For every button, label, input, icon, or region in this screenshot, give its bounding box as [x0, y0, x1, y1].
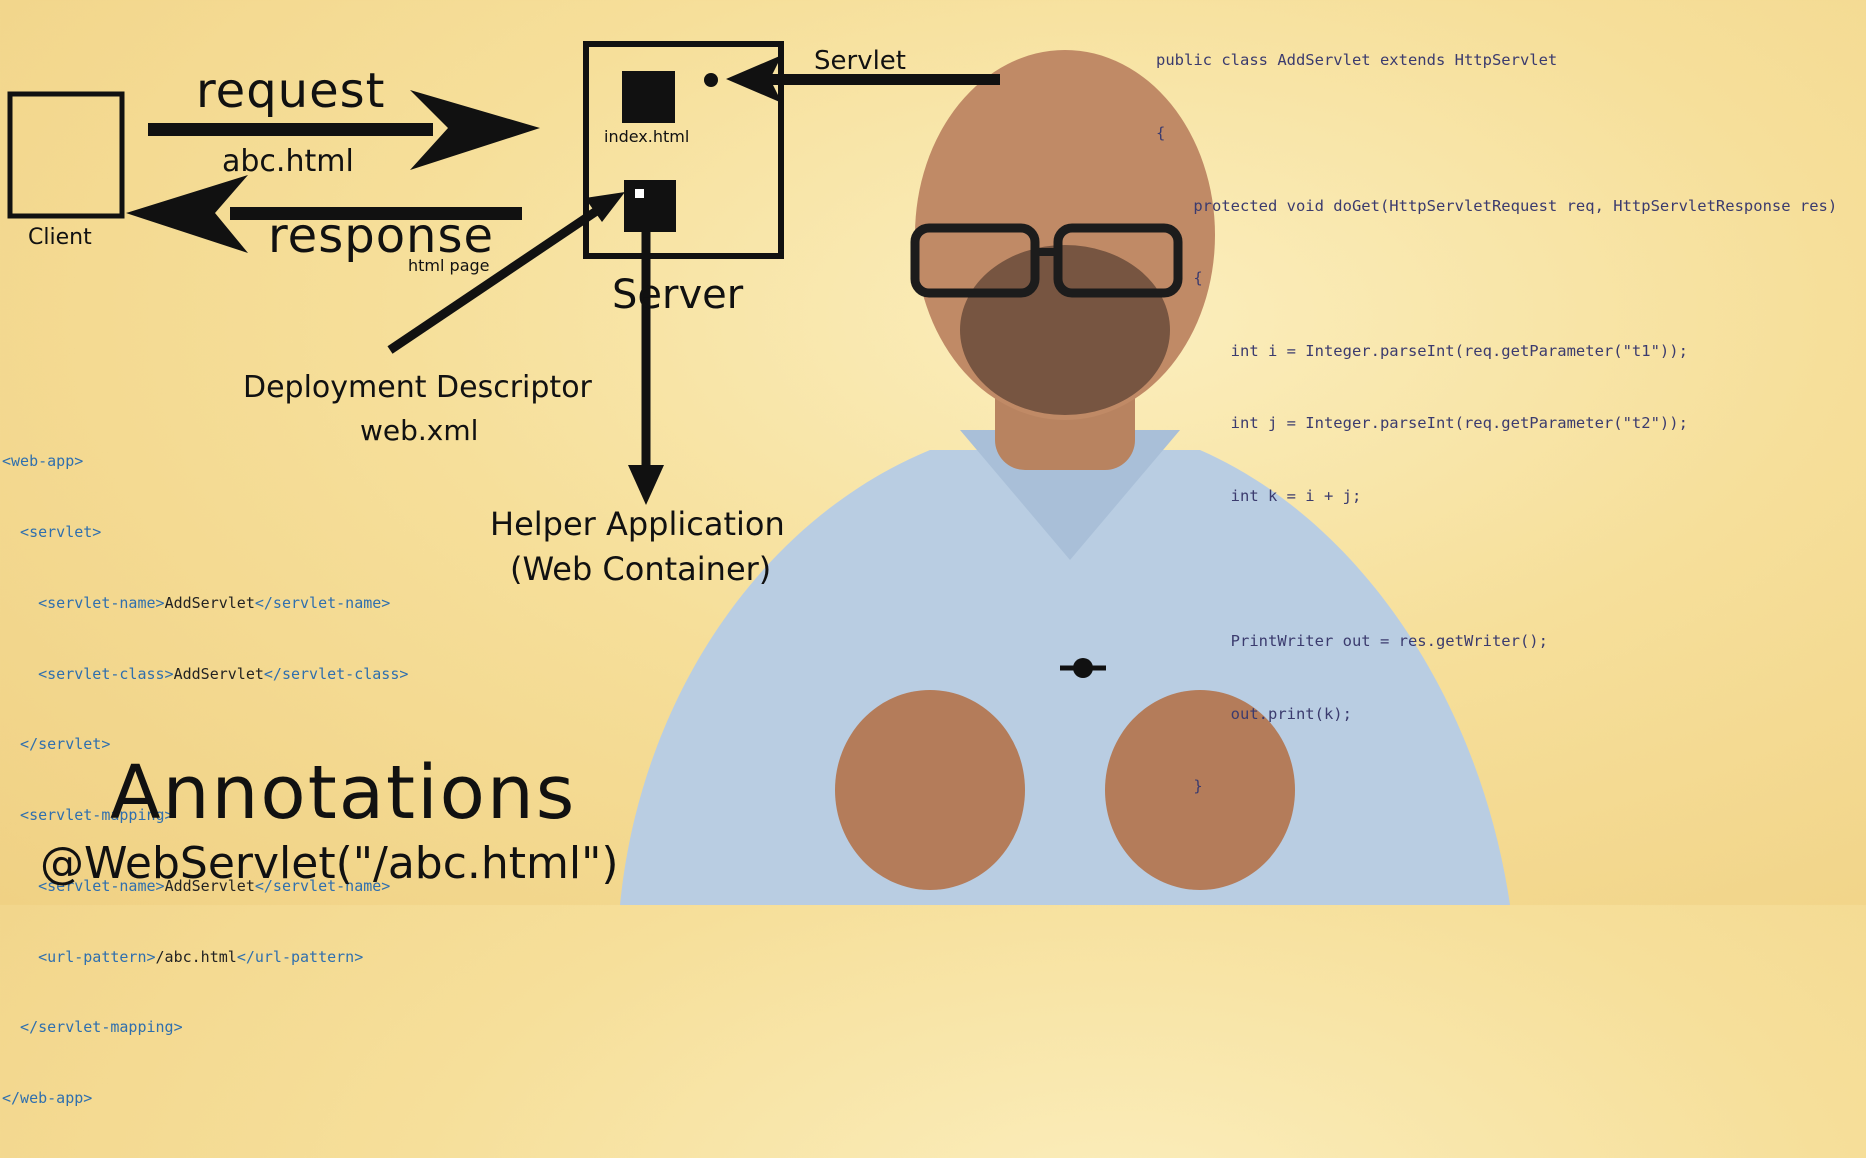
annotations-title: Annotations: [110, 750, 577, 836]
helper-application-arrow: [628, 212, 664, 505]
xml-line: <servlet-name>AddServlet</servlet-name>: [2, 593, 391, 612]
deployment-descriptor-arrow: [387, 192, 625, 354]
servlet-arrow: [726, 55, 1000, 103]
xml-line: <url-pattern>/abc.html</url-pattern>: [2, 947, 364, 966]
index-file-block: [622, 71, 675, 123]
html-page-label: html page: [408, 256, 490, 275]
server-label: Server: [612, 272, 744, 318]
servlet-java-code: public class AddServlet extends HttpServ…: [1156, 0, 1837, 847]
server-box: [583, 41, 784, 259]
code-line: [1156, 557, 1837, 581]
request-label: request: [196, 63, 386, 119]
servlet-dot: [704, 73, 718, 87]
presenter-figure: [620, 50, 1510, 905]
response-label: response: [268, 208, 495, 264]
annotations-code: @WebServlet("/abc.html"): [40, 838, 619, 889]
xml-line: </web-app>: [2, 1089, 93, 1108]
web-xml-label: web.xml: [360, 414, 479, 447]
xml-line: <web-app>: [2, 452, 84, 471]
xml-line: <servlet>: [2, 522, 102, 541]
code-line: {: [1156, 269, 1203, 288]
servlet-label: Servlet: [814, 46, 906, 76]
code-line: int j = Integer.parseInt(req.getParamete…: [1156, 414, 1688, 433]
code-line: PrintWriter out = res.getWriter();: [1156, 632, 1548, 651]
code-line: {: [1156, 124, 1166, 143]
code-line: out.print(k);: [1156, 704, 1352, 723]
slide: request abc.html response html page Clie…: [2, 0, 1837, 1107]
code-line: }: [1156, 777, 1203, 796]
code-line: protected void doGet(HttpServletRequest …: [1156, 196, 1838, 215]
helper-application-label: Helper Application: [490, 505, 785, 543]
xml-line: </servlet-mapping>: [2, 1018, 183, 1037]
web-container-label: (Web Container): [510, 550, 772, 588]
client-box: [7, 91, 125, 219]
abc-html-label: abc.html: [222, 144, 354, 179]
client-label: Client: [28, 225, 92, 250]
xml-line: <servlet-name>AddServlet</servlet-name>: [2, 876, 391, 895]
xml-line: <servlet-mapping>: [2, 806, 174, 825]
xml-line: </servlet>: [2, 735, 111, 754]
architecture-diagram: [7, 41, 1000, 505]
deployment-descriptor-label: Deployment Descriptor: [243, 370, 592, 405]
request-arrow: [148, 90, 540, 170]
index-html-label: index.html: [604, 127, 690, 146]
code-line: int k = i + j;: [1156, 487, 1362, 506]
xml-line: <servlet-class>AddServlet</servlet-class…: [2, 664, 409, 683]
response-arrow: [126, 175, 522, 253]
code-line: int i = Integer.parseInt(req.getParamete…: [1156, 341, 1688, 360]
code-line: public class AddServlet extends HttpServ…: [1156, 51, 1558, 70]
